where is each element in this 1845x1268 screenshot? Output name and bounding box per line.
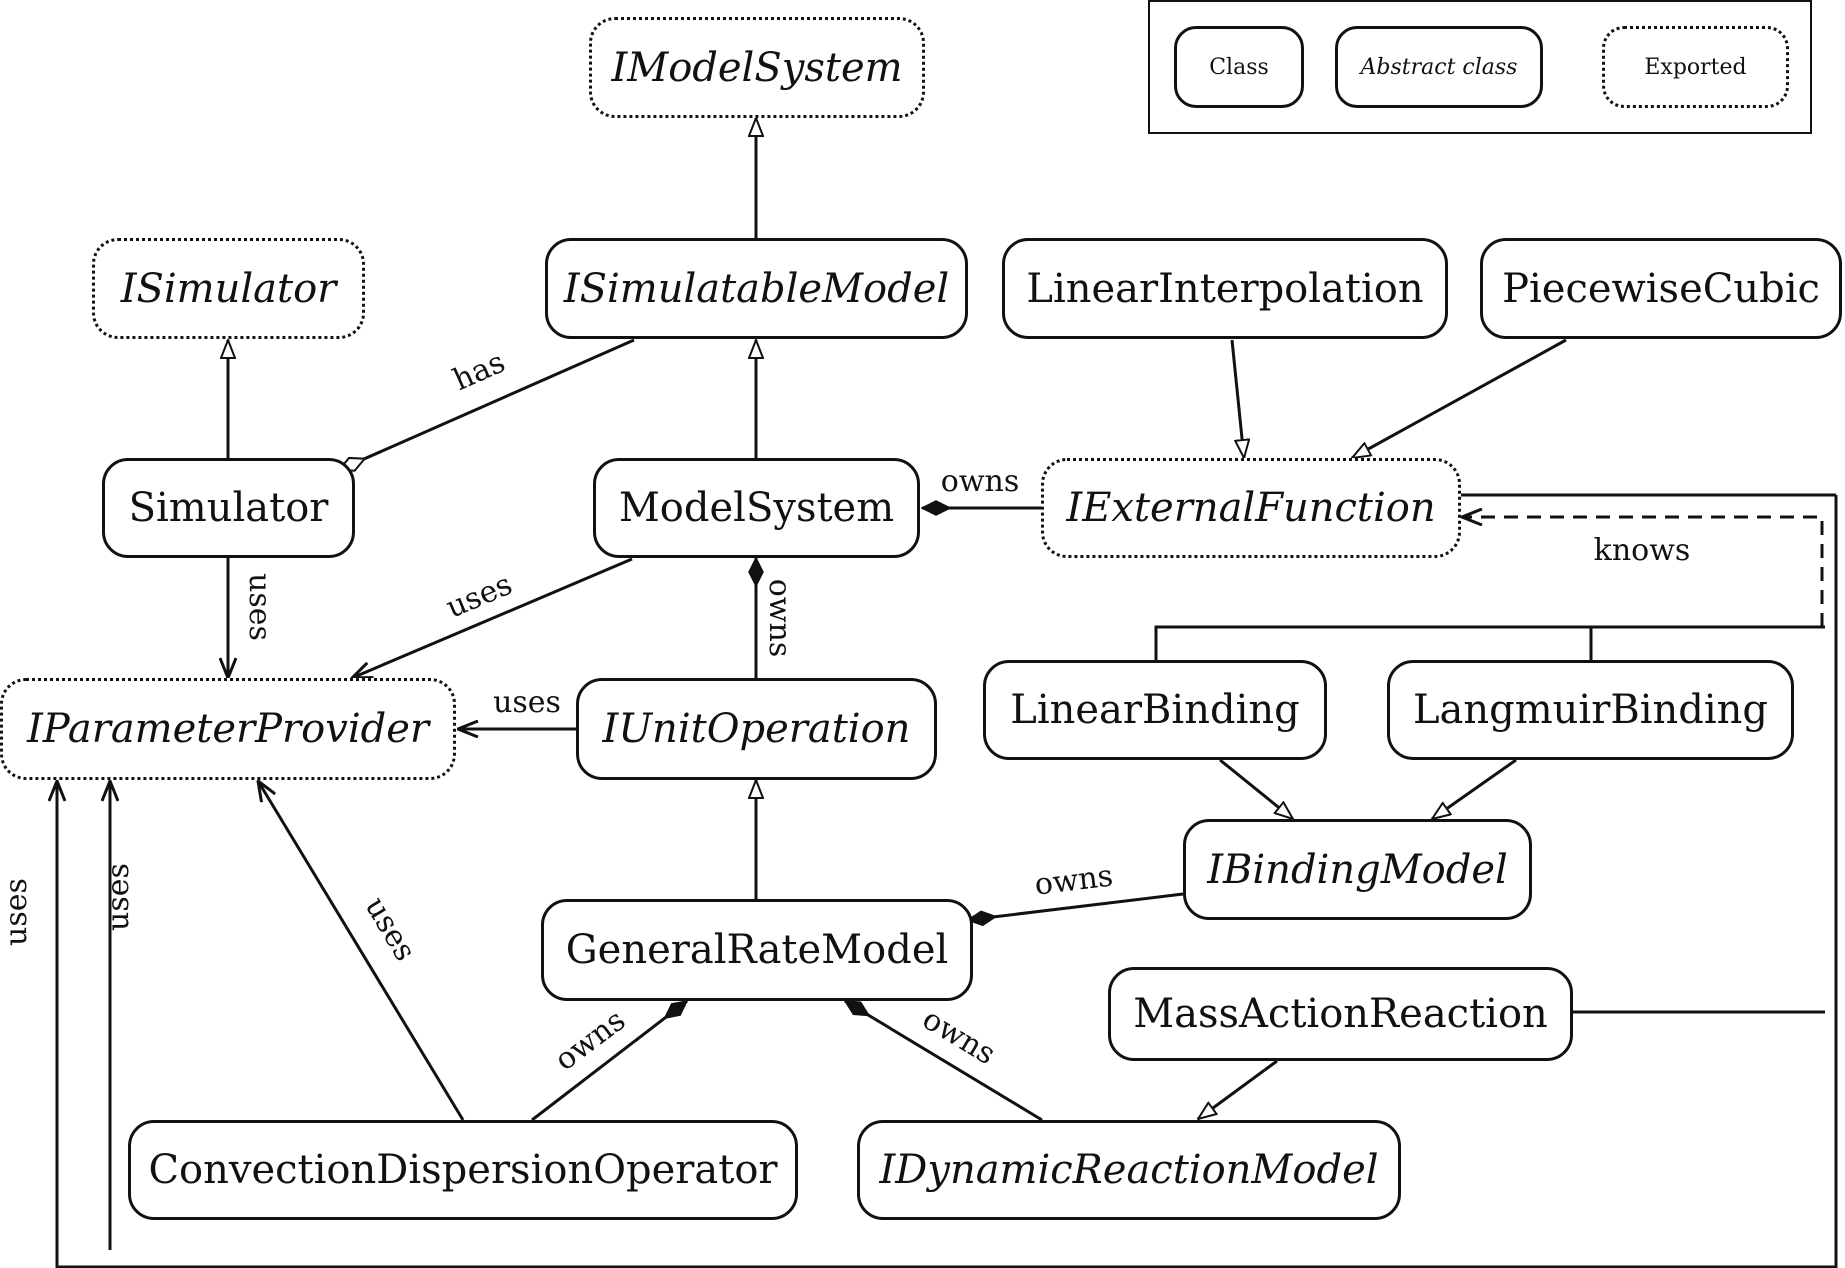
node-idynamicreactionmodel[interactable]: IDynamicReactionModel [857, 1120, 1401, 1220]
node-generalratemodel[interactable]: GeneralRateModel [541, 899, 973, 1001]
node-imodelsystem[interactable]: IModelSystem [589, 17, 925, 118]
node-linearbinding-label: LinearBinding [1010, 687, 1300, 733]
node-ibindingmodel[interactable]: IBindingModel [1183, 819, 1532, 920]
node-piecewisecubic-label: PiecewiseCubic [1502, 265, 1820, 312]
legend-class: Class [1174, 26, 1304, 108]
edge-simulator-has-isimulatablemodel [339, 338, 635, 470]
label-uses-outer: uses [0, 878, 34, 946]
label-owns-iunitoperation: owns [762, 579, 797, 657]
edge-langmuirbinding-inherits-ibindingmodel [1432, 758, 1517, 819]
label-owns-ibindingmodel: owns [1033, 858, 1115, 902]
edge-massactionreaction-inherits-idynamicreactionmodel [1198, 1059, 1278, 1119]
edge-cdo-uses-iparameterprovider [258, 781, 465, 1121]
label-uses-iunitoperation: uses [493, 685, 561, 720]
node-isimulatablemodel[interactable]: ISimulatableModel [545, 238, 968, 339]
node-iparameterprovider[interactable]: IParameterProvider [0, 678, 456, 780]
node-isimulator-label: ISimulator [120, 265, 337, 312]
node-convectiondispersionoperator-label: ConvectionDispersionOperator [148, 1147, 778, 1193]
node-linearbinding[interactable]: LinearBinding [983, 660, 1327, 760]
node-langmuirbinding-label: LangmuirBinding [1412, 687, 1769, 733]
node-massactionreaction[interactable]: MassActionReaction [1108, 967, 1573, 1061]
node-massactionreaction-label: MassActionReaction [1133, 991, 1548, 1037]
label-has: has [448, 345, 510, 398]
label-knows: knows [1594, 533, 1691, 568]
edge-linearbinding-inherits-ibindingmodel [1219, 758, 1293, 819]
edge-piecewisecubic-inherits-iexternalfunction [1352, 338, 1567, 458]
legend-exported: Exported [1602, 26, 1789, 108]
node-ibindingmodel-label: IBindingModel [1207, 846, 1508, 893]
node-iexternalfunction-label: IExternalFunction [1066, 485, 1436, 531]
label-owns-idynamicreactionmodel: owns [916, 1002, 1001, 1072]
node-simulator[interactable]: Simulator [102, 458, 355, 558]
label-uses-cdo: uses [358, 891, 423, 967]
bindings-bracket [1154, 625, 1825, 660]
node-modelsystem-label: ModelSystem [618, 485, 895, 531]
node-idynamicreactionmodel-label: IDynamicReactionModel [879, 1147, 1379, 1193]
label-uses-simulator: uses [242, 573, 277, 641]
node-modelsystem[interactable]: ModelSystem [593, 458, 920, 558]
edge-bindings-knows-iexternalfunction [1462, 517, 1824, 627]
node-isimulatablemodel-label: ISimulatableModel [563, 265, 950, 312]
label-uses-modelsystem: uses [441, 567, 517, 626]
node-iexternalfunction[interactable]: IExternalFunction [1041, 458, 1461, 558]
label-owns-cdo: owns [548, 1003, 632, 1078]
node-langmuirbinding[interactable]: LangmuirBinding [1387, 660, 1794, 760]
node-iunitoperation-label: IUnitOperation [602, 706, 911, 752]
node-piecewisecubic[interactable]: PiecewiseCubic [1480, 238, 1842, 339]
edge-modelsystem-uses-iparameterprovider [352, 557, 633, 678]
label-owns-iexternalfunction: owns [941, 464, 1019, 499]
legend-abstract-class: Abstract class [1335, 26, 1543, 108]
edge-outer-uses-iparameterprovider [57, 495, 1838, 1268]
node-convectiondispersionoperator[interactable]: ConvectionDispersionOperator [128, 1120, 798, 1220]
edge-generalratemodel-owns-ibindingmodel [968, 892, 1184, 920]
node-linearinterpolation-label: LinearInterpolation [1026, 265, 1424, 312]
node-imodelsystem-label: IModelSystem [611, 44, 903, 91]
edge-generalratemodel-owns-idynamicreactionmodel [845, 999, 1043, 1122]
node-iunitoperation[interactable]: IUnitOperation [576, 678, 937, 780]
edge-linearinterpolation-inherits-iexternalfunction [1230, 339, 1244, 458]
node-iparameterprovider-label: IParameterProvider [26, 706, 430, 752]
node-generalratemodel-label: GeneralRateModel [565, 927, 949, 973]
node-linearinterpolation[interactable]: LinearInterpolation [1002, 238, 1448, 339]
label-uses-inner: uses [101, 863, 136, 931]
node-isimulator[interactable]: ISimulator [92, 238, 365, 339]
node-simulator-label: Simulator [128, 485, 329, 531]
edge-generalratemodel-owns-convectiondispersionoperator [531, 999, 687, 1122]
